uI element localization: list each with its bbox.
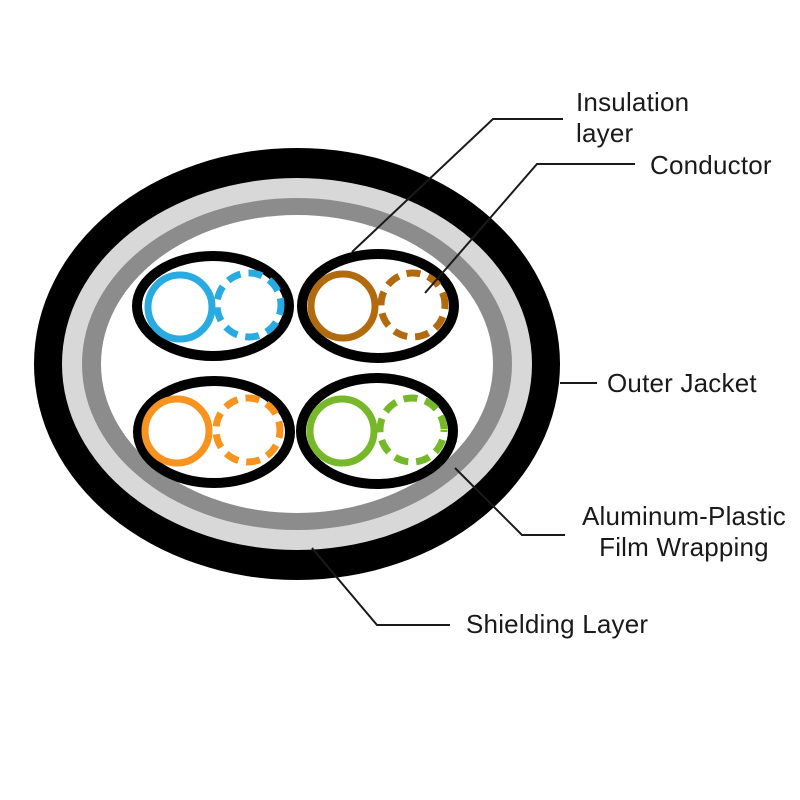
pair-bottom-left-wire-dashed [212, 394, 284, 466]
label-outer-jacket: Outer Jacket [607, 368, 757, 398]
leader-lines [311, 118, 635, 626]
pair-top-right-wire-solid [307, 270, 379, 342]
pair-top-left [132, 251, 294, 361]
pair-top-left-wire-solid [144, 271, 216, 343]
label-conductor: Conductor [650, 150, 772, 180]
label-insulation-layer: Insulation layer [576, 87, 690, 148]
pair-bottom-left [133, 376, 295, 488]
pair-bottom-right-wire-solid [306, 395, 378, 467]
pair-top-right [297, 249, 459, 363]
pair-bottom-left-wire-solid [141, 395, 213, 467]
leader-line-insulation [351, 118, 563, 253]
leader-line-conductor [424, 163, 635, 294]
pair-bottom-right-wire-dashed [376, 394, 448, 466]
pair-top-right-wire-dashed [377, 269, 449, 341]
label-aluminum-plastic-film-wrapping: Aluminum-Plastic Film Wrapping [581, 501, 787, 562]
pair-bottom-right [296, 373, 458, 489]
leader-line-aluminum-film [454, 467, 565, 536]
leader-line-shielding [311, 547, 450, 626]
pair-bottom-left-outline [133, 376, 295, 488]
pair-top-left-wire-dashed [213, 269, 285, 341]
label-shielding-layer: Shielding Layer [466, 609, 649, 639]
